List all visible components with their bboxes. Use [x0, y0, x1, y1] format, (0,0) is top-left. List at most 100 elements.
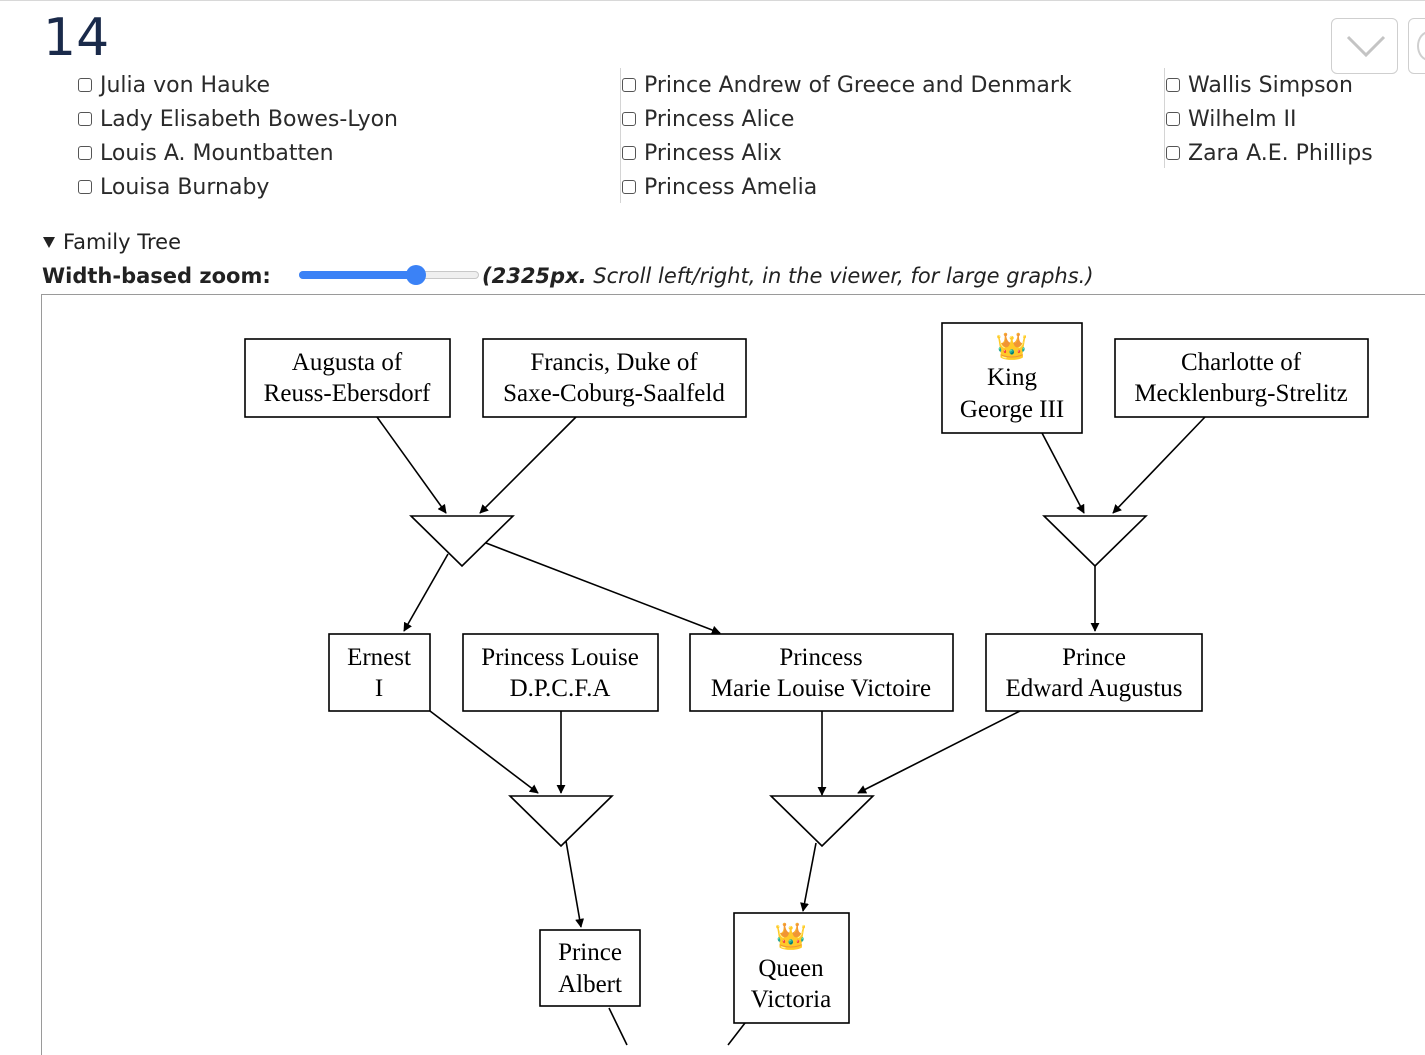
person-node-marie[interactable]: Princess Marie Louise Victoire	[689, 633, 954, 712]
person-option[interactable]: Princess Alice	[622, 102, 1072, 136]
person-label: Lady Elisabeth Bowes-Lyon	[100, 106, 398, 132]
person-checkbox[interactable]	[1166, 146, 1180, 160]
person-option[interactable]: Louisa Burnaby	[78, 170, 398, 204]
person-node-francis[interactable]: Francis, Duke of Saxe-Coburg-Saalfeld	[482, 338, 747, 418]
slider-thumb[interactable]	[406, 265, 426, 285]
person-option[interactable]: Prince Andrew of Greece and Denmark	[622, 68, 1072, 102]
family-triangle[interactable]	[769, 795, 875, 848]
column-divider	[1164, 68, 1165, 168]
person-option[interactable]: Princess Alix	[622, 136, 1072, 170]
people-column-2: Prince Andrew of Greece and Denmark Prin…	[620, 68, 1072, 204]
person-option[interactable]: Princess Amelia	[622, 170, 1072, 204]
column-divider	[620, 68, 621, 203]
crown-icon: 👑	[996, 332, 1028, 362]
person-node-victoria[interactable]: 👑 Queen Victoria	[733, 912, 850, 1024]
node-label: Albert	[558, 971, 622, 998]
person-checkbox[interactable]	[78, 146, 92, 160]
person-label: Zara A.E. Phillips	[1188, 140, 1373, 166]
family-nodes	[409, 515, 1148, 848]
people-column-1: Julia von Hauke Lady Elisabeth Bowes-Lyo…	[78, 68, 398, 204]
edges	[376, 416, 1206, 1046]
node-label: Saxe-Coburg-Saalfeld	[503, 380, 725, 407]
edge-augusta-to-family	[376, 416, 447, 514]
node-label: Francis, Duke of	[530, 349, 698, 376]
person-option[interactable]: Wallis Simpson	[1166, 68, 1373, 102]
node-label: Augusta of	[292, 349, 403, 376]
person-option[interactable]: Wilhelm II	[1166, 102, 1373, 136]
person-node-augusta[interactable]: Augusta of Reuss-Ebersdorf	[244, 338, 451, 418]
person-node-louise[interactable]: Princess Louise D.P.C.F.A	[462, 633, 659, 712]
edge-family-to-marie	[485, 542, 721, 635]
node-label: Reuss-Ebersdorf	[264, 380, 431, 407]
person-label: Princess Alix	[644, 140, 782, 166]
zoom-hint: Scroll left/right, in the viewer, for la…	[593, 264, 1094, 288]
person-node-albert[interactable]: Prince Albert	[539, 929, 641, 1007]
circle-icon	[1417, 31, 1425, 61]
node-label: Ernest	[347, 644, 411, 671]
edge-ernest-to-family	[429, 710, 539, 794]
crown-icon: 👑	[775, 922, 807, 952]
person-checkbox[interactable]	[1166, 78, 1180, 92]
edge-edward-to-family	[857, 710, 1021, 794]
node-label: Marie Louise Victoire	[711, 675, 931, 702]
settings-button[interactable]	[1408, 18, 1425, 74]
family-triangle[interactable]	[1042, 515, 1148, 568]
node-label: Charlotte of	[1181, 349, 1302, 376]
edge-family-to-ernest	[403, 553, 449, 632]
person-checkbox[interactable]	[78, 180, 92, 194]
person-checkbox[interactable]	[622, 180, 636, 194]
page-number: 14	[43, 8, 110, 68]
zoom-width: (2325px.	[482, 264, 587, 288]
family-triangle[interactable]	[508, 795, 614, 848]
person-node-ernest[interactable]: Ernest I	[328, 633, 431, 712]
zoom-slider[interactable]	[299, 265, 481, 285]
person-checkbox[interactable]	[622, 112, 636, 126]
person-option[interactable]: Zara A.E. Phillips	[1166, 136, 1373, 170]
person-label: Princess Amelia	[644, 174, 818, 200]
edge-family-to-victoria	[800, 842, 817, 912]
graph-viewer[interactable]: Augusta of Reuss-Ebersdorf Francis, Duke…	[41, 294, 1425, 1055]
node-label: Mecklenburg-Strelitz	[1134, 380, 1347, 407]
person-label: Louisa Burnaby	[100, 174, 270, 200]
person-label: Julia von Hauke	[100, 72, 271, 98]
collapse-button[interactable]	[1331, 18, 1398, 74]
node-label: George III	[960, 396, 1064, 423]
top-divider	[0, 0, 1425, 1]
person-node-george[interactable]: 👑 King George III	[941, 322, 1083, 434]
node-label: Prince	[1062, 644, 1126, 671]
person-node-charlotte[interactable]: Charlotte of Mecklenburg-Strelitz	[1114, 338, 1369, 418]
person-label: Louis A. Mountbatten	[100, 140, 334, 166]
person-checkbox[interactable]	[78, 78, 92, 92]
node-label: Edward Augustus	[1005, 675, 1182, 702]
edge-victoria-down	[727, 1022, 746, 1046]
zoom-label: Width-based zoom:	[42, 264, 271, 288]
edge-francis-to-family	[479, 416, 577, 514]
zoom-note: (2325px. Scroll left/right, in the viewe…	[482, 264, 1094, 288]
person-option[interactable]: Lady Elisabeth Bowes-Lyon	[78, 102, 398, 136]
node-label: I	[375, 675, 383, 702]
person-checkbox[interactable]	[622, 78, 636, 92]
edge-albert-down	[608, 1007, 628, 1046]
person-option[interactable]: Julia von Hauke	[78, 68, 398, 102]
person-label: Prince Andrew of Greece and Denmark	[644, 72, 1072, 98]
family-tree-title: Family Tree	[63, 230, 182, 254]
family-triangle[interactable]	[409, 515, 515, 568]
node-label: Victoria	[751, 986, 831, 1013]
person-label: Wilhelm II	[1188, 106, 1297, 132]
node-label: Princess Louise	[481, 644, 639, 671]
person-option[interactable]: Louis A. Mountbatten	[78, 136, 398, 170]
node-label: King	[987, 364, 1038, 391]
edge-family-to-albert	[565, 840, 585, 928]
node-label: Princess	[779, 644, 862, 671]
person-checkbox[interactable]	[622, 146, 636, 160]
chevron-down-icon	[1346, 35, 1386, 58]
family-tree-toggle[interactable]: Family Tree	[43, 230, 181, 254]
triangle-down-icon	[43, 236, 55, 248]
family-tree-graph: Augusta of Reuss-Ebersdorf Francis, Duke…	[244, 322, 1369, 1046]
person-checkbox[interactable]	[78, 112, 92, 126]
node-label: Queen	[758, 955, 824, 982]
person-label: Princess Alice	[644, 106, 795, 132]
edge-george-to-family	[1041, 432, 1085, 514]
person-checkbox[interactable]	[1166, 112, 1180, 126]
person-node-edward[interactable]: Prince Edward Augustus	[985, 633, 1203, 712]
